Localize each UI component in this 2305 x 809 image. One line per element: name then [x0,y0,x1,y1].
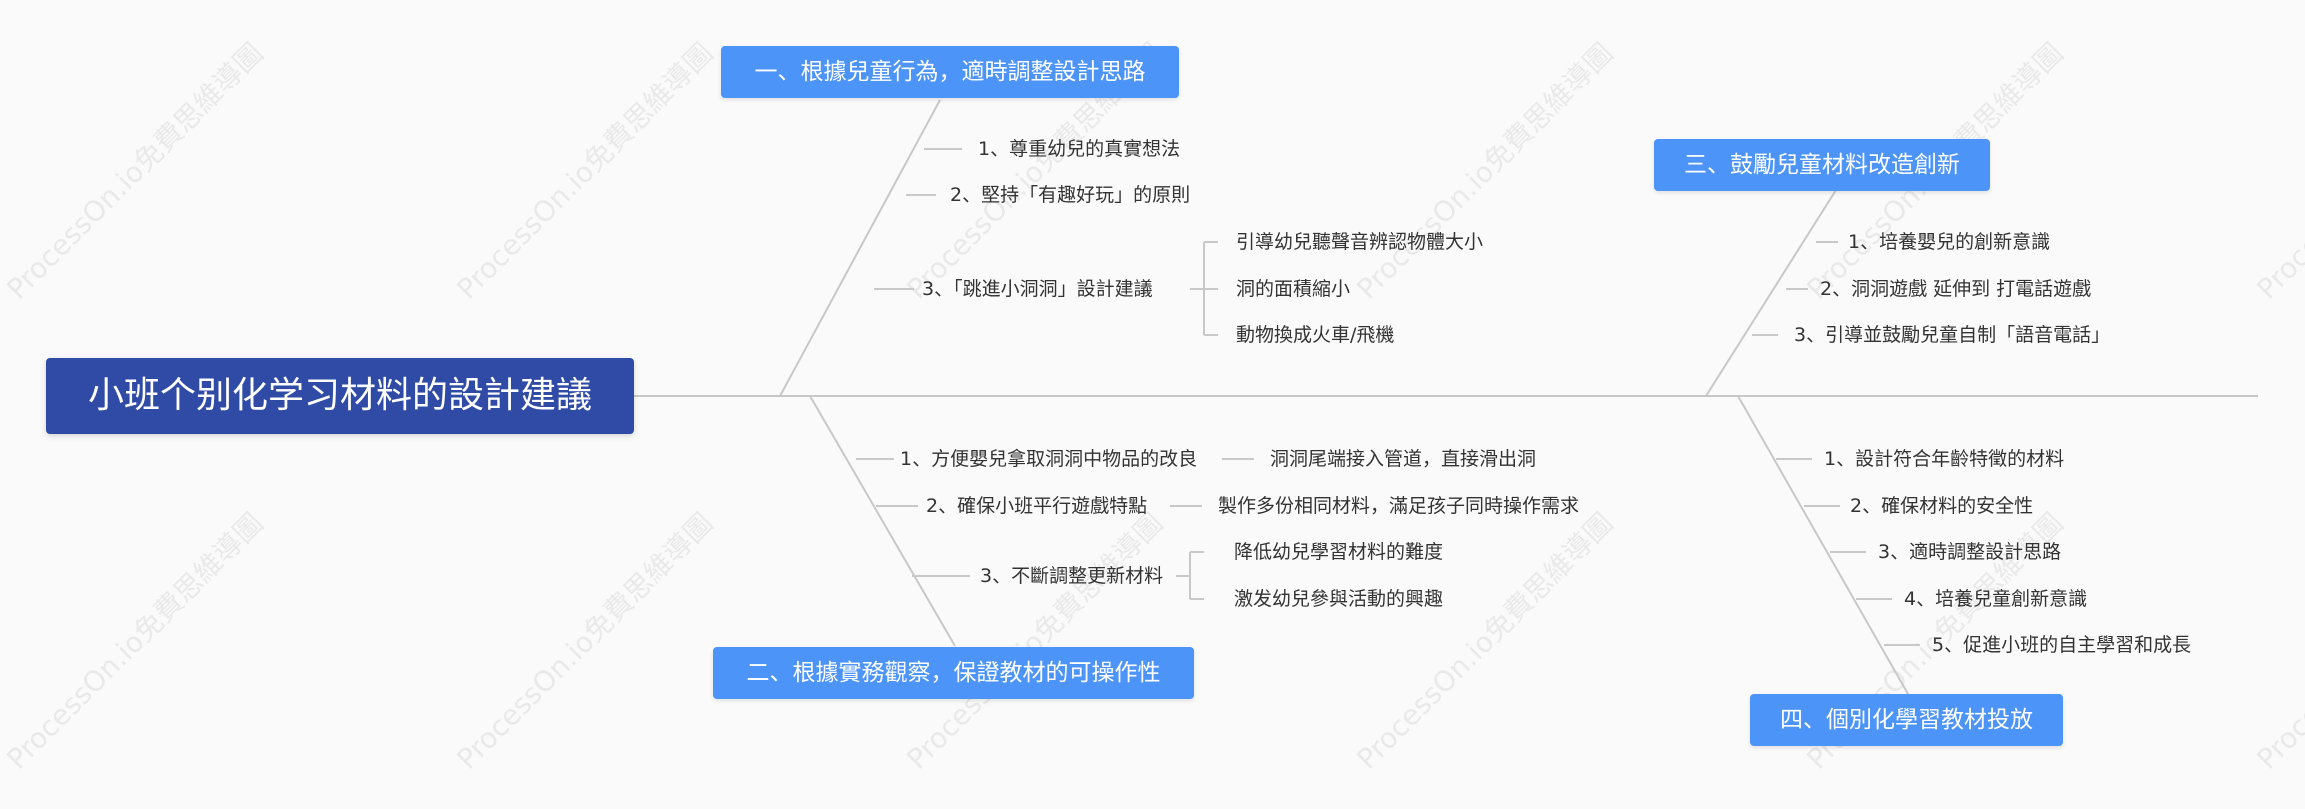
branch-3-item-2[interactable]: 2、洞洞遊戲 延伸到 打電話遊戲 [1820,278,2092,300]
branch-2-item-2[interactable]: 2、確保小班平行遊戲特點 [926,495,1148,517]
branch-2-connector [809,395,956,647]
branch-1-title[interactable]: 一、根據兒童行為，適時調整設計思路 [721,46,1179,98]
branch-2-item-1[interactable]: 1、方便嬰兒拿取洞洞中物品的改良 [900,448,1198,470]
branch-4-item-4[interactable]: 4、培養兒童創新意識 [1904,588,2088,610]
branch-4-title[interactable]: 四、個別化學習教材投放 [1750,694,2063,746]
branch-2-item-3[interactable]: 3、不斷調整更新材料 [980,565,1164,587]
branch-2-item-3-bracket [1176,551,1204,600]
branch-1-item-1[interactable]: 1、尊重幼兒的真實想法 [978,138,1181,160]
branch-1-item-3-child-3[interactable]: 動物換成火車/飛機 [1236,324,1395,346]
branch-2-item-1-child-1[interactable]: 洞洞尾端接入管道，直接滑出洞 [1270,448,1537,470]
branch-1-item-3[interactable]: 3、「跳進小洞洞」設計建議 [922,278,1153,300]
branch-4-item-5[interactable]: 5、促進小班的自主學習和成長 [1932,634,2192,656]
branch-2-item-2-child-1[interactable]: 製作多份相同材料，滿足孩子同時操作需求 [1218,495,1580,517]
branch-1-item-3-child-1[interactable]: 引導幼兒聽聲音辨認物體大小 [1236,231,1484,253]
branch-4-item-2[interactable]: 2、確保材料的安全性 [1850,495,2034,517]
branch-3-title[interactable]: 三、鼓勵兒童材料改造創新 [1654,139,1990,191]
branch-1-item-2[interactable]: 2、堅持「有趣好玩」的原則 [950,184,1191,206]
branch-4-connector [1737,395,1909,695]
branch-2-item-3-child-1[interactable]: 降低幼兒學習材料的難度 [1234,541,1444,563]
branch-3-connector [1705,189,1837,397]
root-topic[interactable]: 小班个别化学习材料的設計建議 [46,358,634,434]
branch-1-item-3-bracket [1190,241,1218,336]
branch-4-item-1[interactable]: 1、設計符合年齡特徵的材料 [1824,448,2065,470]
branch-3-item-1[interactable]: 1、培養嬰兒的創新意識 [1848,231,2051,253]
branch-4-item-3[interactable]: 3、適時調整設計思路 [1878,541,2062,563]
branch-1-item-3-child-2[interactable]: 洞的面積縮小 [1236,278,1351,300]
branch-2-item-3-child-2[interactable]: 激发幼兒參與活動的興趣 [1234,588,1444,610]
branch-2-title[interactable]: 二、根據實務觀察，保證教材的可操作性 [713,647,1194,699]
branch-1-connector [779,99,941,397]
branch-3-item-3[interactable]: 3、引導並鼓勵兒童自制「語音電話」 [1794,324,2111,346]
